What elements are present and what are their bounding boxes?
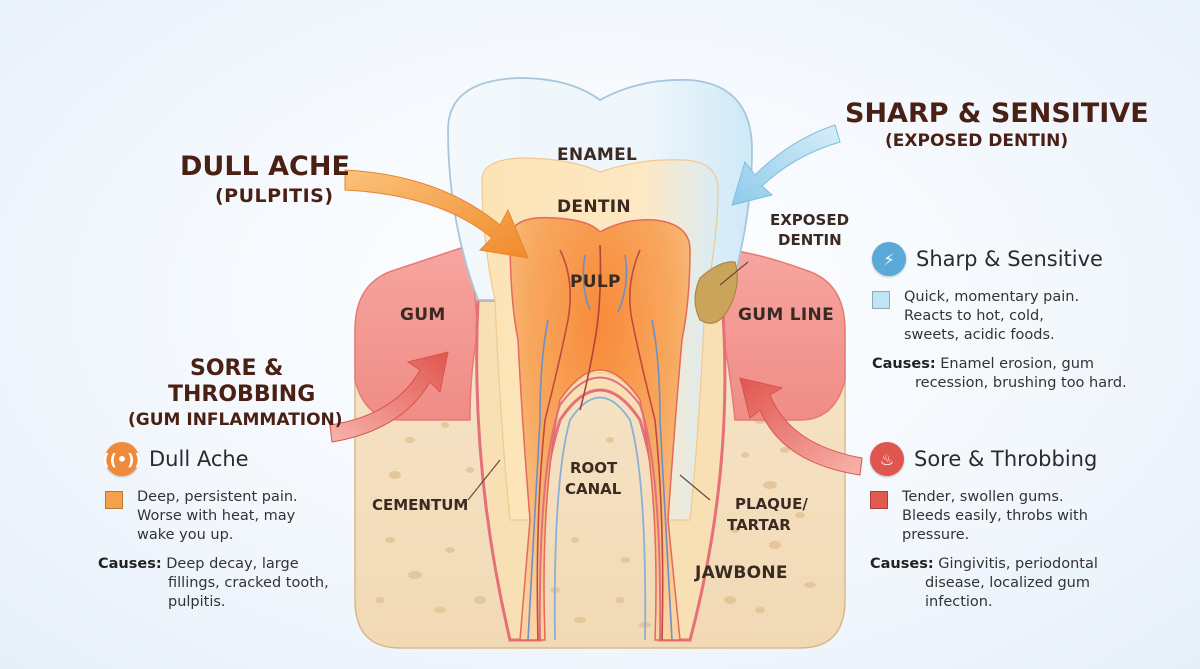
sore-throbbing-heading-2: THROBBING bbox=[168, 382, 315, 407]
sore-throbbing-causes: Causes: Gingivitis, periodontal disease,… bbox=[870, 555, 1190, 612]
label-plaque-2: TARTAR bbox=[727, 516, 791, 534]
orange-swatch bbox=[105, 491, 123, 509]
gum-right bbox=[721, 249, 846, 421]
sore-right-arrow bbox=[739, 377, 863, 476]
sharp-desc-line-3: sweets, acidic foods. bbox=[904, 327, 1055, 343]
sore-throbbing-panel-title: ♨ Sore & Throbbing bbox=[870, 442, 1190, 476]
sore-cause-line-2: disease, localized gum bbox=[925, 575, 1090, 591]
dull-ache-causes: Causes: Deep decay, large fillings, crac… bbox=[98, 555, 345, 612]
sore-throbbing-panel: ♨ Sore & Throbbing Tender, swollen gums.… bbox=[870, 442, 1190, 612]
sharp-cause-line-2: recession, brushing too hard. bbox=[915, 375, 1127, 391]
dull-causes-label: Causes: bbox=[98, 556, 162, 572]
blue-swatch bbox=[872, 291, 890, 309]
sore-desc-line-2: Bleeds easily, throbs with bbox=[902, 508, 1088, 524]
dull-cause-line-2: fillings, cracked tooth, bbox=[168, 575, 329, 591]
sharp-causes-label: Causes: bbox=[872, 356, 936, 372]
sore-desc-line-3: pressure. bbox=[902, 527, 970, 543]
label-pulp: PULP bbox=[570, 272, 621, 292]
sore-cause-line-3: infection. bbox=[925, 594, 993, 610]
sharp-cause-line-1: Enamel erosion, gum bbox=[940, 356, 1095, 372]
label-enamel: ENAMEL bbox=[557, 145, 637, 165]
label-root-canal-2: CANAL bbox=[565, 480, 622, 498]
sore-cause-line-1: Gingivitis, periodontal bbox=[938, 556, 1098, 572]
sharp-sensitive-description: Quick, momentary pain. Reacts to hot, co… bbox=[872, 288, 1192, 345]
dull-ache-subheading: (PULPITIS) bbox=[215, 185, 334, 207]
inflamed-gum-icon: ♨ bbox=[870, 442, 904, 476]
sore-causes-label: Causes: bbox=[870, 556, 934, 572]
dull-cause-line-3: pulpitis. bbox=[168, 594, 226, 610]
dull-ache-panel: ((•)) Dull Ache Deep, persistent pain. W… bbox=[98, 442, 345, 612]
sound-waves-icon: ((•)) bbox=[102, 442, 142, 476]
dull-ache-description: Deep, persistent pain. Worse with heat, … bbox=[105, 488, 345, 545]
dull-desc-line-1: Deep, persistent pain. bbox=[137, 489, 298, 505]
dull-ache-heading: DULL ACHE bbox=[180, 151, 350, 182]
label-root-canal-1: ROOT bbox=[570, 459, 618, 477]
root-canal-lines bbox=[538, 376, 662, 641]
leader-lines bbox=[467, 261, 749, 501]
sharp-sensitive-title: Sharp & Sensitive bbox=[916, 247, 1103, 271]
sore-throbbing-description: Tender, swollen gums. Bleeds easily, thr… bbox=[870, 488, 1190, 545]
label-plaque-1: PLAQUE/ bbox=[735, 495, 808, 513]
sharp-sensitive-subheading: (EXPOSED DENTIN) bbox=[885, 131, 1068, 151]
label-dentin: DENTIN bbox=[557, 197, 631, 217]
sharp-sensitive-panel: ⚡ Sharp & Sensitive Quick, momentary pai… bbox=[872, 242, 1192, 393]
sore-throbbing-subheading: (GUM INFLAMMATION) bbox=[128, 410, 343, 430]
sore-desc-line-1: Tender, swollen gums. bbox=[902, 489, 1064, 505]
sharp-sensitive-heading: SHARP & SENSITIVE bbox=[845, 98, 1149, 129]
nerve-vessels bbox=[527, 244, 673, 641]
label-cementum: CEMENTUM bbox=[372, 496, 468, 514]
label-jawbone: JAWBONE bbox=[694, 563, 788, 583]
dull-desc-line-3: wake you up. bbox=[137, 527, 234, 543]
red-swatch bbox=[870, 491, 888, 509]
label-exposed-dentin-1: EXPOSED bbox=[770, 211, 849, 229]
sharp-sensitive-arrow bbox=[731, 124, 841, 206]
sore-left-arrow bbox=[329, 351, 449, 443]
label-gum-line: GUM LINE bbox=[738, 305, 834, 325]
dull-ache-arrow bbox=[344, 169, 529, 259]
sore-throbbing-title: Sore & Throbbing bbox=[914, 447, 1098, 471]
dull-ache-title: Dull Ache bbox=[149, 447, 249, 471]
sharp-desc-line-2: Reacts to hot, cold, bbox=[904, 308, 1044, 324]
sharp-desc-line-1: Quick, momentary pain. bbox=[904, 289, 1080, 305]
plaque-deposit bbox=[694, 261, 738, 324]
dull-desc-line-2: Worse with heat, may bbox=[137, 508, 296, 524]
pulp-shape bbox=[509, 216, 691, 641]
sharp-sensitive-panel-title: ⚡ Sharp & Sensitive bbox=[872, 242, 1192, 276]
dull-cause-line-1: Deep decay, large bbox=[166, 556, 299, 572]
label-gum: GUM bbox=[400, 305, 446, 325]
sharp-sensitive-causes: Causes: Enamel erosion, gum recession, b… bbox=[872, 355, 1192, 393]
label-exposed-dentin-2: DENTIN bbox=[778, 231, 842, 249]
sore-throbbing-heading-1: SORE & bbox=[190, 356, 283, 381]
dull-ache-panel-title: ((•)) Dull Ache bbox=[102, 442, 345, 476]
lightning-icon: ⚡ bbox=[872, 242, 906, 276]
